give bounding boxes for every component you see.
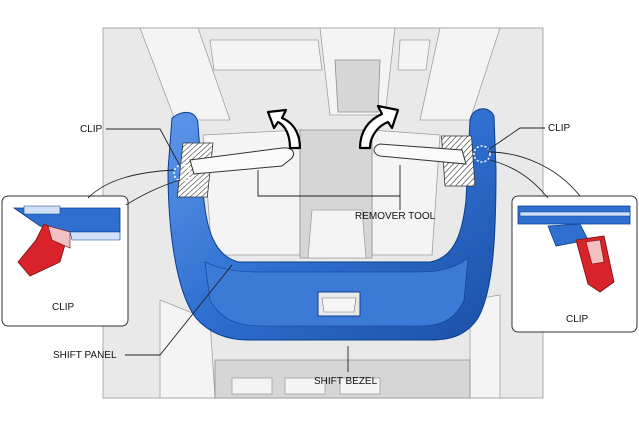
shift-panel [167,108,497,341]
clip-marker-right [473,145,491,163]
leader-lines [87,127,581,372]
curved-arrow-icon [358,104,400,150]
clip-marker-left [173,164,191,182]
remover-tool-label: REMOVER TOOL [355,211,436,222]
clip-inset-right-label: CLIP [566,314,589,325]
remover-tool-left [176,142,295,198]
clip-inset-left-label: CLIP [52,302,75,313]
clip-label-left: CLIP [80,124,103,135]
curved-arrow-icon [266,108,302,150]
remover-tool-right [373,135,476,187]
shift-panel-label: SHIFT PANEL [53,350,117,361]
clip-label-right: CLIP [548,123,571,134]
shift-bezel-label: SHIFT BEZEL [314,376,378,387]
clip-detail-inset-left: CLIP [1,195,129,327]
clip-detail-inset-right: CLIP [511,195,638,333]
